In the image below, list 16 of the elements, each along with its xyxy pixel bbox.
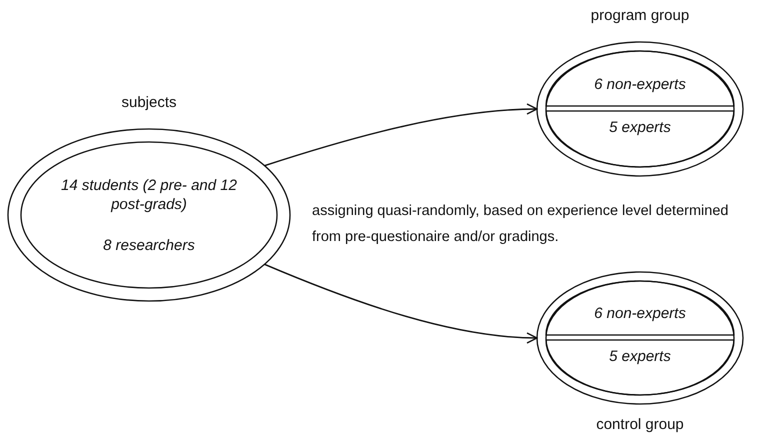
- section-text: 5 experts: [608, 119, 672, 136]
- group-heading: program group: [590, 7, 690, 24]
- arrow: [264, 264, 538, 344]
- group-heading: control group: [595, 416, 685, 433]
- ellipse-text: 14 students (2 pre- and 12 post-grads): [60, 176, 238, 214]
- section-text: 5 experts: [608, 348, 672, 365]
- section-text: 6 non-experts: [593, 76, 687, 93]
- half-ellipse-section: [546, 281, 734, 335]
- group-heading: subjects: [120, 94, 178, 111]
- half-ellipse-section: [546, 340, 734, 395]
- half-ellipse-section: [546, 111, 734, 167]
- annotation-text: assigning quasi-randomly, based on experience level determined from pre-questionaire and/or gradings.: [312, 202, 730, 247]
- half-ellipse-section: [546, 51, 734, 106]
- section-text: 6 non-experts: [593, 305, 687, 322]
- arrow: [264, 104, 538, 166]
- ellipse-text: 8 researchers: [103, 236, 195, 254]
